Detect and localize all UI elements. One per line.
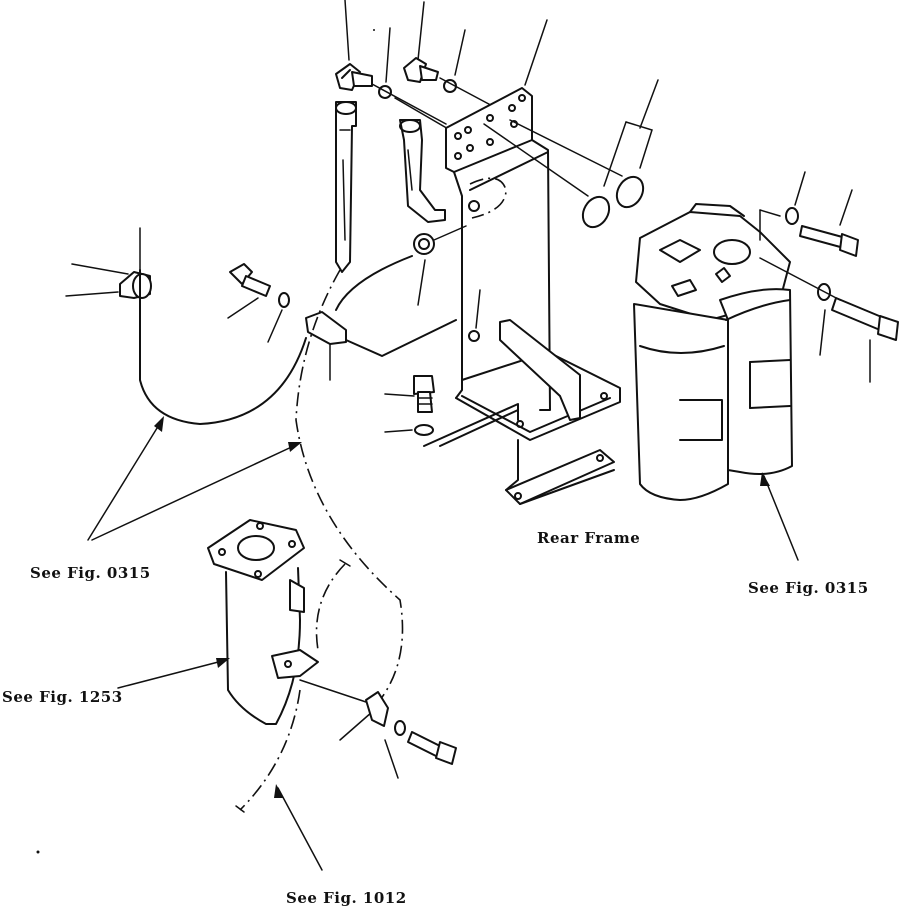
clamp-pipe — [271, 649, 319, 679]
nut-bracket-upper — [468, 200, 480, 212]
o-ring-large-1 — [581, 195, 611, 229]
hose-line-center — [295, 269, 404, 701]
arrow-1012 — [274, 784, 323, 871]
bolt-bracket-base — [413, 375, 435, 413]
bolt-mid-left — [229, 263, 271, 297]
elbow-fitting-left — [335, 63, 373, 91]
hose-right — [399, 119, 446, 223]
grommet — [413, 233, 435, 255]
filter-assembly — [633, 203, 793, 501]
leader-lines — [65, 0, 871, 779]
washer-mid-left — [278, 292, 290, 308]
clamp-mid — [305, 311, 347, 345]
bolt-filter-bottom — [831, 297, 899, 341]
see-fig-1012-label: See Fig. 1012 — [286, 889, 407, 907]
hose-line-left — [139, 269, 307, 425]
nut-bracket-lower — [468, 330, 480, 342]
washer-lower — [394, 720, 406, 736]
pipe-elbow — [207, 519, 305, 725]
o-ring-large-2 — [615, 175, 645, 209]
clip-left — [119, 271, 152, 299]
bolt-lower — [407, 731, 457, 765]
washer-filter-top — [785, 207, 799, 225]
o-ring-top-left — [378, 85, 392, 99]
see-fig-0315-right-label: See Fig. 0315 — [748, 579, 869, 597]
washer-bracket-base — [414, 424, 434, 436]
elbow-fitting-right — [403, 57, 439, 83]
clamp-lower — [365, 691, 389, 727]
arrow-0315-left-b — [91, 442, 302, 541]
filter-bracket — [445, 87, 621, 441]
hose-left — [335, 101, 357, 273]
see-fig-0315-left-label: See Fig. 0315 — [30, 564, 151, 582]
arrow-0315-right — [760, 472, 799, 561]
arrow-0315-left-a — [87, 416, 164, 541]
see-fig-1253-label: See Fig. 1253 — [2, 688, 123, 706]
rear-frame-label: Rear Frame — [537, 529, 640, 547]
arrow-1253 — [117, 658, 230, 689]
bolt-filter-top — [799, 225, 859, 257]
rear-frame-part — [505, 439, 615, 505]
